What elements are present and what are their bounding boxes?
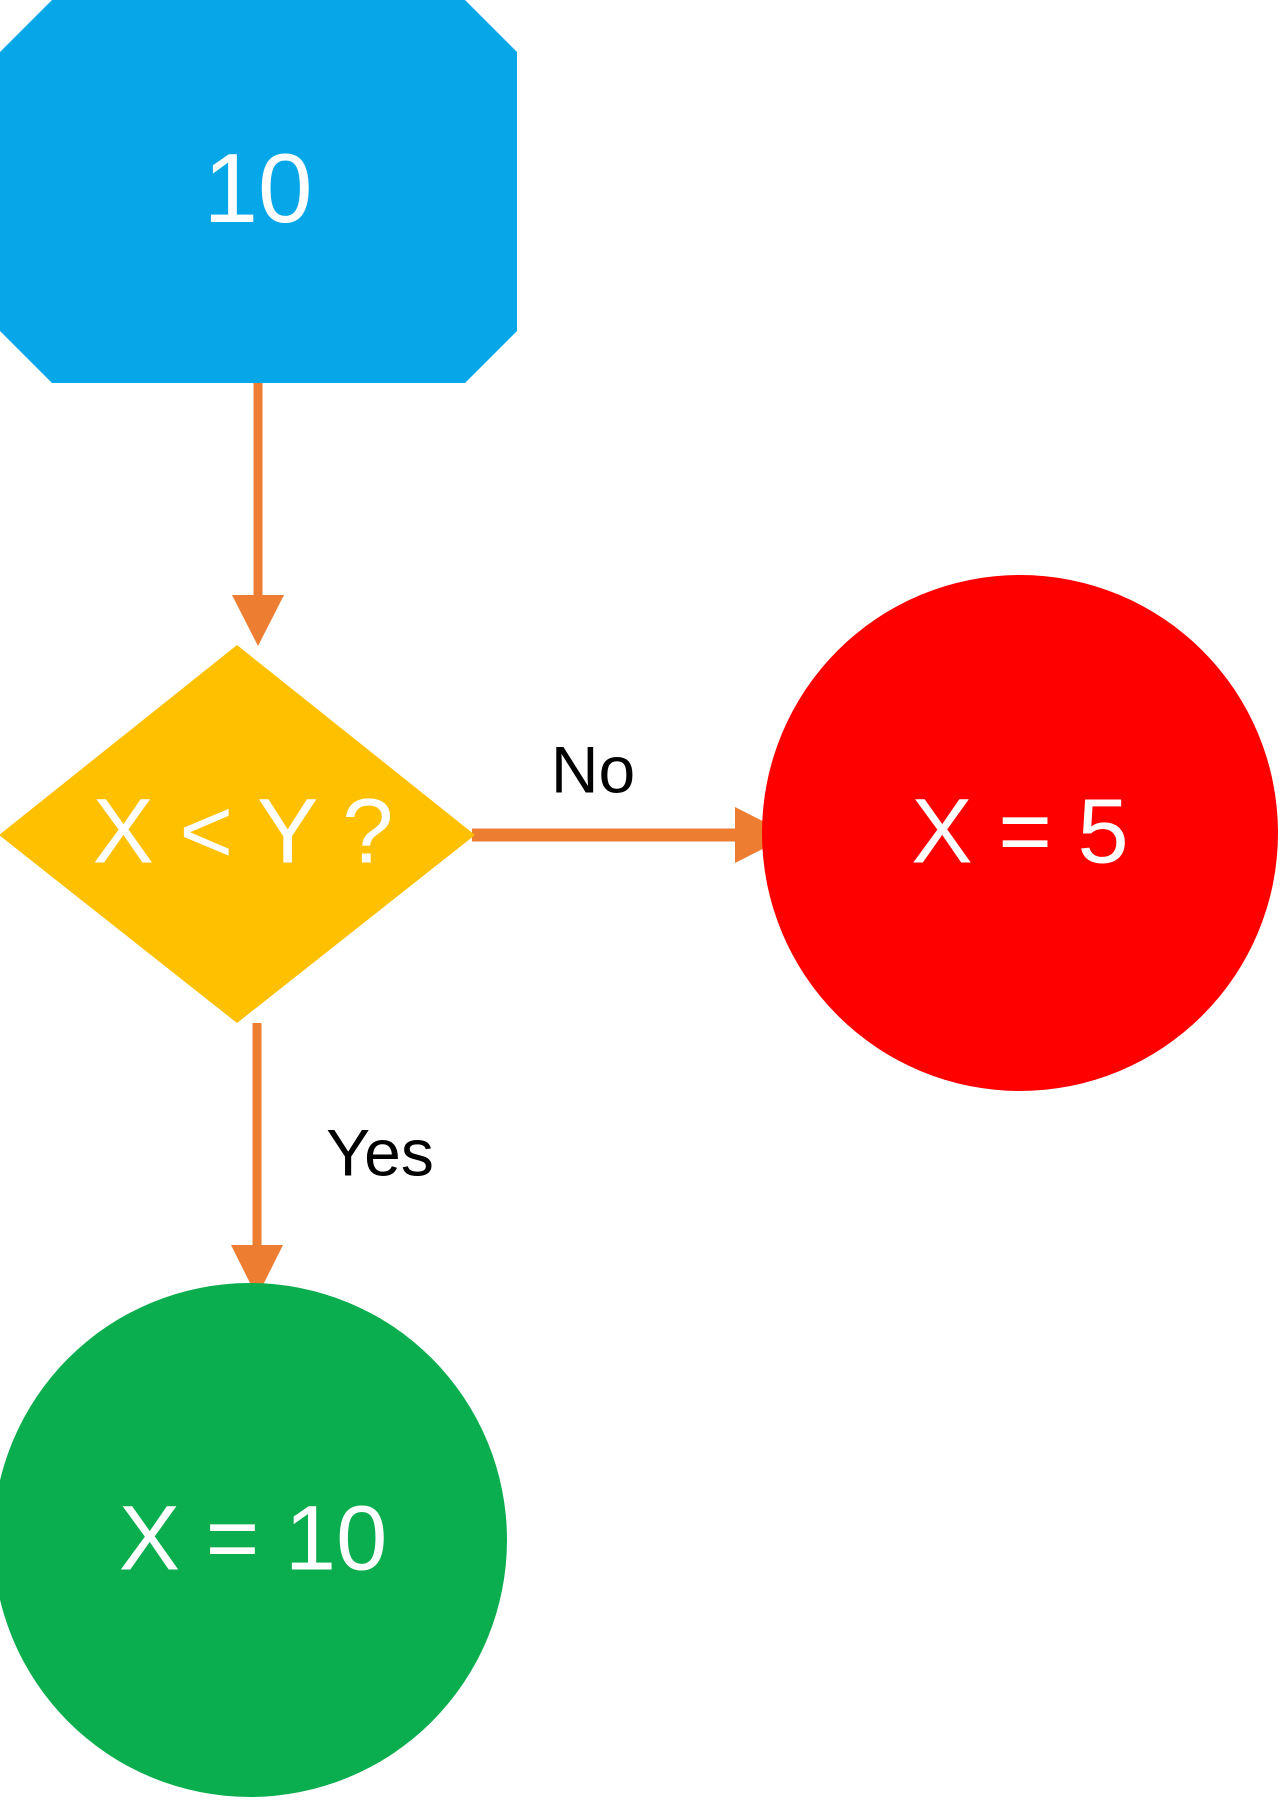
node-result-no[interactable]: X = 5 [762,575,1278,1091]
edge-decision-to-no [472,807,790,863]
node-decision-label: X < Y ? [93,780,394,882]
edge-start-to-decision-arrowhead [232,595,284,646]
node-result-yes-shape[interactable] [0,1283,507,1797]
node-result-no-shape[interactable] [762,575,1278,1091]
edge-decision-to-yes-arrowhead [231,1245,283,1297]
node-result-yes-label: X = 10 [119,1487,388,1589]
node-result-yes[interactable]: X = 10 [0,1283,507,1797]
edge-label-no: No [551,732,635,806]
node-result-no-label: X = 5 [911,780,1128,882]
node-start[interactable]: 10 [0,0,517,383]
node-start-label: 10 [203,133,312,243]
edge-start-to-decision [232,383,284,646]
node-decision[interactable]: X < Y ? [0,645,475,1023]
edge-decision-to-yes [231,1023,283,1297]
edge-label-yes: Yes [326,1115,434,1189]
node-decision-shape[interactable] [0,645,475,1023]
node-start-shape[interactable] [0,0,517,383]
